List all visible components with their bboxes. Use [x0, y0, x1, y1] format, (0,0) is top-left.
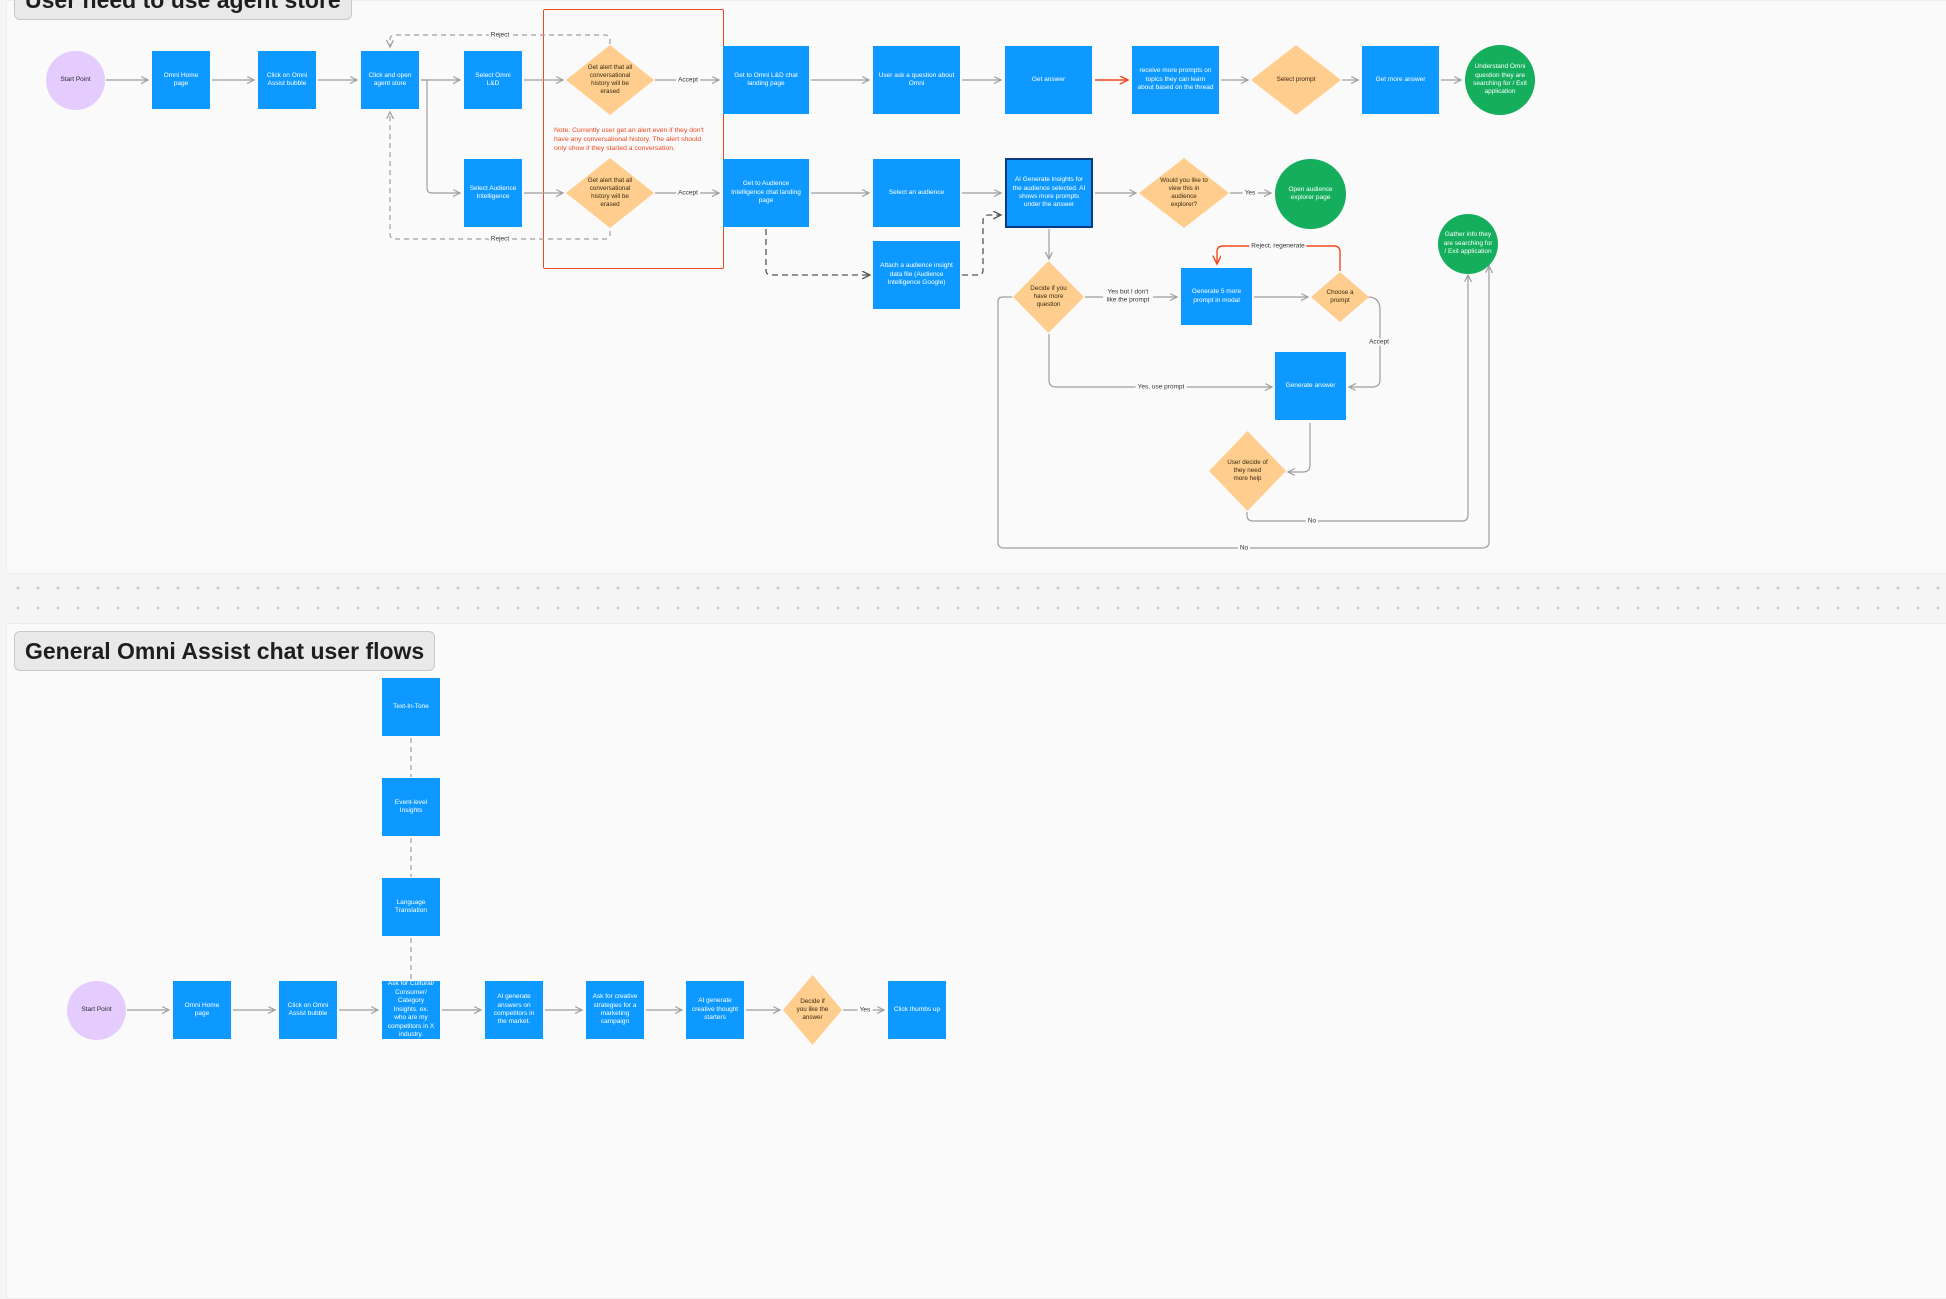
alert-history-erased-decision-top[interactable]: Get alert that all conversational histor…: [566, 45, 654, 115]
ai-generate-creative-node[interactable]: AI generate creative thought starters: [686, 981, 744, 1039]
section-general-flows-background: [6, 623, 1946, 1299]
choose-prompt-decision[interactable]: Choose a prompt: [1311, 272, 1369, 322]
edge-label-accept-bottom: Accept: [676, 189, 700, 197]
attach-insight-file-node[interactable]: Attach a audience insight data file (Aud…: [873, 241, 960, 309]
alert-history-erased-top-label: Get alert that all conversational histor…: [587, 63, 633, 96]
generate-answer-node[interactable]: Generate answer: [1275, 352, 1346, 420]
alert-note: Note: Currently user get an alert even i…: [554, 127, 704, 153]
start-point-node-2[interactable]: Start Point: [67, 981, 126, 1040]
click-thumbs-up-node[interactable]: Click thumbs up: [888, 981, 946, 1039]
click-omni-assist-bubble-node-2[interactable]: Click on Omni Assist bubble: [279, 981, 337, 1039]
select-audience-intelligence-node[interactable]: Select Audience Intelligence: [464, 159, 522, 227]
get-more-answer-node[interactable]: Get more answer: [1362, 46, 1439, 114]
omni-ld-landing-node[interactable]: Get to Omni L&D chat landing page: [723, 46, 809, 114]
ask-cultural-insights-node[interactable]: Ask for Cultural/ Consumer/ Category Ins…: [382, 980, 440, 1039]
user-decide-more-help-label: User decide of they need more help: [1227, 458, 1268, 483]
text-in-tone-node[interactable]: Text-In-Tone: [382, 678, 440, 736]
edge-label-yes-dont-like: Yes but I don't like the prompt: [1103, 288, 1153, 306]
view-in-explorer-decision[interactable]: Would you like to view this in audience …: [1139, 158, 1229, 228]
edge-label-no-inner: No: [1305, 517, 1319, 525]
edge-label-yes-view: Yes: [1242, 189, 1258, 197]
click-omni-assist-bubble-node[interactable]: Click on Omni Assist bubble: [258, 51, 316, 109]
select-audience-node[interactable]: Select an audience: [873, 159, 960, 227]
select-prompt-label: Select prompt: [1276, 75, 1316, 83]
edge-label-yes-use-prompt: Yes, use prompt: [1135, 383, 1187, 391]
omni-home-page-node-2[interactable]: Omni Home page: [173, 981, 231, 1039]
start-point-node[interactable]: Start Point: [46, 51, 105, 110]
edge-label-no-outer: No: [1237, 544, 1251, 552]
ai-generate-competitors-node[interactable]: AI generate answers on competitors in th…: [485, 981, 543, 1039]
select-omni-ld-node[interactable]: Select Omni L&D: [464, 51, 522, 109]
canvas-dot-grid: [0, 574, 1946, 622]
open-explorer-end-node[interactable]: Open audience explorer page: [1275, 159, 1346, 229]
understand-exit-end-node[interactable]: Understand Omni question they are search…: [1465, 45, 1535, 115]
decide-more-question-decision[interactable]: Decide if you have more question: [1013, 261, 1084, 333]
select-prompt-decision[interactable]: Select prompt: [1251, 45, 1341, 115]
ask-question-node[interactable]: User ask a question about Omni: [873, 46, 960, 114]
generate-five-prompts-node[interactable]: Generate 5 more prompt in modal: [1181, 268, 1252, 325]
edge-label-yes-thumbs: Yes: [857, 1006, 873, 1014]
decide-like-answer-decision[interactable]: Decide if you like the answer: [783, 975, 842, 1045]
choose-prompt-label: Choose a prompt: [1326, 288, 1354, 304]
receive-more-prompts-node[interactable]: receive more prompts on topics they can …: [1132, 46, 1219, 114]
edge-label-accept-choose: Accept: [1367, 338, 1391, 346]
gather-info-exit-end-node[interactable]: Gather info they are searching for / Exi…: [1438, 214, 1498, 274]
alert-history-erased-bottom-label: Get alert that all conversational histor…: [587, 176, 633, 209]
section-title-agent-store[interactable]: User need to use agent store: [14, 0, 352, 20]
decide-like-answer-label: Decide if you like the answer: [796, 997, 829, 1022]
event-level-insights-node[interactable]: Event-level Insights: [382, 778, 440, 836]
audience-intelligence-landing-node[interactable]: Get to Audience Intelligence chat landin…: [723, 159, 809, 227]
section-agent-store-background: [6, 0, 1946, 574]
decide-more-question-label: Decide if you have more question: [1030, 284, 1067, 309]
alert-history-erased-decision-bottom[interactable]: Get alert that all conversational histor…: [566, 158, 654, 228]
ask-creative-strategies-node[interactable]: Ask for creative strategies for a market…: [586, 981, 644, 1039]
click-open-agent-store-node[interactable]: Click and open agent store: [361, 51, 419, 109]
alert-highlight-box: [543, 9, 724, 269]
edge-label-reject-top: Reject: [488, 31, 512, 39]
edge-label-reject-regenerate: Reject, regenerate: [1249, 242, 1307, 250]
omni-home-page-node[interactable]: Omni Home page: [152, 51, 210, 109]
edge-label-reject-bottom: Reject: [488, 235, 512, 243]
section-title-general-flows[interactable]: General Omni Assist chat user flows: [14, 631, 436, 671]
edge-label-accept-top: Accept: [676, 76, 700, 84]
language-translation-node[interactable]: Language Translation: [382, 878, 440, 936]
ai-generate-insights-node[interactable]: AI Generate insights for the audience se…: [1005, 158, 1093, 228]
view-in-explorer-label: Would you like to view this in audience …: [1160, 176, 1208, 209]
user-decide-more-help-decision[interactable]: User decide of they need more help: [1209, 431, 1286, 511]
get-answer-node[interactable]: Get answer: [1005, 46, 1092, 114]
